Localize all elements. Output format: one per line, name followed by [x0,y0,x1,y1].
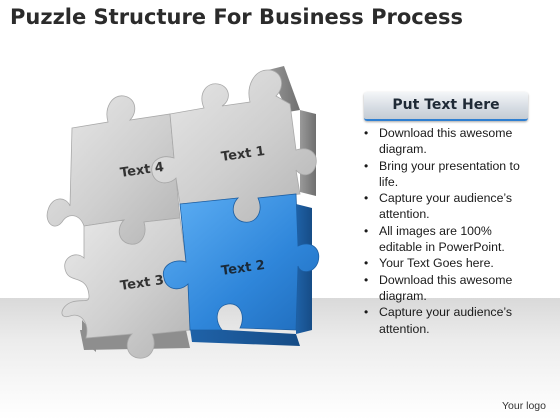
bullet-item: •Download this awesome diagram. [364,126,513,157]
piece-label-text4: Text 4 [119,160,165,181]
piece-label-text3: Text 3 [119,273,165,294]
bullet-dot-icon: • [364,191,369,206]
logo-text: Your logo [502,400,546,412]
bullet-dot-icon: • [364,305,369,320]
page-title: Puzzle Structure For Business Process [10,5,463,29]
bullet-item: •Capture your audience’s attention. [364,191,513,222]
bullet-item: •Download this awesome diagram. [364,272,513,303]
bullet-dot-icon: • [364,256,369,271]
bullet-item: •Your Text Goes here. [364,256,494,271]
bullet-dot-icon: • [364,272,369,287]
bullet-item: •All images are 100% editable in PowerPo… [364,223,505,255]
panel-header: Put Text Here [364,92,528,121]
piece-label-text1: Text 1 [220,144,266,165]
bullet-dot-icon: • [364,223,369,238]
puzzle-piece-text2 [162,193,320,331]
bullet-item: •Bring your presentation to life. [364,158,520,189]
puzzle-piece-text3 [61,217,191,359]
puzzle-piece-text1 [151,69,317,223]
bullet-list: •Download this awesome diagram. •Bring y… [362,125,537,337]
piece-label-text2: Text 2 [220,258,266,279]
bullet-item: •Capture your audience’s attention. [364,305,513,336]
bullet-dot-icon: • [364,126,369,140]
bullet-dot-icon: • [364,158,369,173]
